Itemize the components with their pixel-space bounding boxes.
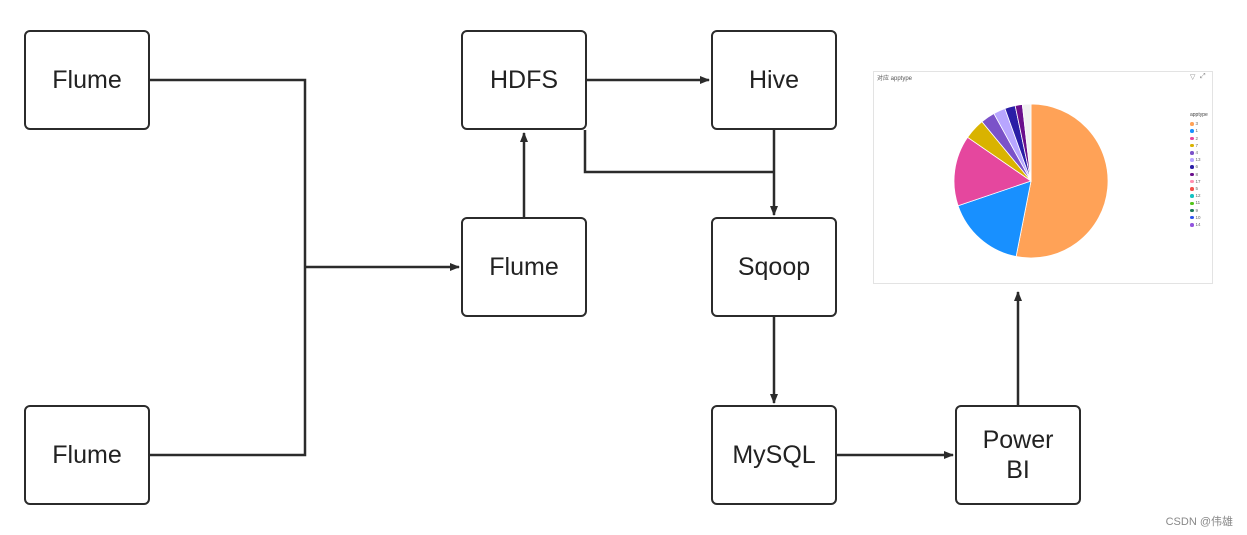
- legend-label: 11: [1195, 200, 1201, 206]
- pie-slice-3[interactable]: [953, 136, 1032, 207]
- legend-item[interactable]: 4: [1190, 149, 1208, 156]
- legend-item[interactable]: 13: [1190, 156, 1208, 163]
- powerbi-label-line2: BI: [1006, 456, 1030, 484]
- legend-label: 3: [1195, 121, 1199, 127]
- flume-aggregator-node[interactable]: Flume: [461, 217, 587, 317]
- csdn-watermark: CSDN @伟雄: [1165, 516, 1233, 528]
- legend-item[interactable]: 9: [1190, 207, 1208, 214]
- connector-flume-bottom-to-junction: [150, 267, 307, 457]
- legend-swatch: [1190, 187, 1194, 191]
- legend-label: 5: [1195, 186, 1199, 192]
- legend-item[interactable]: 11: [1190, 199, 1208, 206]
- legend-item[interactable]: 7: [1190, 142, 1208, 149]
- flume-bottom-label: Flume: [52, 441, 122, 469]
- legend-title: apptype: [1190, 112, 1208, 118]
- legend-swatch: [1190, 208, 1194, 213]
- hive-node[interactable]: Hive: [711, 30, 837, 130]
- legend-label: 9: [1195, 207, 1199, 213]
- legend-swatch: [1190, 122, 1194, 126]
- flume-top-label: Flume: [52, 66, 122, 94]
- legend-item[interactable]: 2: [1190, 135, 1208, 142]
- powerbi-label: Power BI: [983, 425, 1054, 485]
- legend-swatch: [1190, 172, 1194, 177]
- legend-label: 12: [1195, 193, 1201, 199]
- chart-title: 对应 apptype: [877, 76, 913, 82]
- hdfs-node[interactable]: HDFS: [461, 30, 587, 130]
- legend-label: 1: [1195, 128, 1199, 134]
- legend-swatch: [1190, 151, 1194, 155]
- legend-label: 8: [1195, 171, 1199, 177]
- connector-flume-top-to-junction: [150, 78, 307, 267]
- legend-label: 6: [1195, 164, 1199, 170]
- powerbi-node[interactable]: Power BI: [955, 405, 1081, 505]
- legend-item[interactable]: 3: [1190, 120, 1208, 127]
- legend-label: 2: [1195, 135, 1199, 141]
- hive-label: Hive: [748, 66, 799, 94]
- flume-source-node-top[interactable]: Flume: [24, 30, 150, 130]
- mysql-node[interactable]: MySQL: [711, 405, 837, 505]
- legend-item[interactable]: 6: [1190, 163, 1208, 170]
- legend-label: 4: [1195, 150, 1199, 156]
- legend-item[interactable]: 1: [1190, 127, 1208, 134]
- connector-hdfs-to-sqoop: [583, 130, 774, 174]
- flume-middle-label: Flume: [489, 253, 559, 281]
- legend-swatch: [1190, 158, 1194, 162]
- legend-swatch: [1190, 201, 1194, 205]
- legend-swatch: [1190, 194, 1194, 198]
- legend-item[interactable]: 8: [1190, 171, 1208, 178]
- legend-swatch: [1190, 136, 1194, 141]
- mysql-label: MySQL: [732, 441, 816, 469]
- legend-swatch: [1190, 129, 1194, 133]
- legend-item[interactable]: 5: [1190, 185, 1208, 192]
- powerbi-label-line1: Power: [982, 426, 1054, 454]
- pie-chart: [953, 103, 1109, 259]
- legend-item[interactable]: 14: [1190, 221, 1208, 228]
- pie-slice-1[interactable]: [1015, 103, 1109, 259]
- legend-label: 17: [1195, 178, 1201, 184]
- expand-icon[interactable]: ⤢: [1200, 73, 1206, 80]
- legend-item[interactable]: 17: [1190, 178, 1208, 185]
- legend-item[interactable]: 12: [1190, 192, 1208, 199]
- legend-swatch: [1190, 215, 1194, 220]
- legend-swatch: [1190, 143, 1194, 148]
- legend-swatch: [1190, 165, 1194, 169]
- legend-label: 7: [1195, 142, 1199, 148]
- legend-swatch: [1190, 179, 1194, 184]
- pie-slice-9[interactable]: [1021, 103, 1032, 182]
- legend-swatch: [1190, 223, 1194, 227]
- sqoop-node[interactable]: Sqoop: [711, 217, 837, 317]
- legend-label: 13: [1195, 157, 1201, 163]
- filter-icon[interactable]: ▽: [1190, 74, 1196, 81]
- sqoop-label: Sqoop: [737, 253, 811, 281]
- legend-label: 10: [1195, 214, 1201, 220]
- legend-item[interactable]: 10: [1190, 214, 1208, 221]
- flume-source-node-bottom[interactable]: Flume: [24, 405, 150, 505]
- legend-label: 14: [1195, 222, 1201, 228]
- hdfs-label: HDFS: [489, 66, 559, 94]
